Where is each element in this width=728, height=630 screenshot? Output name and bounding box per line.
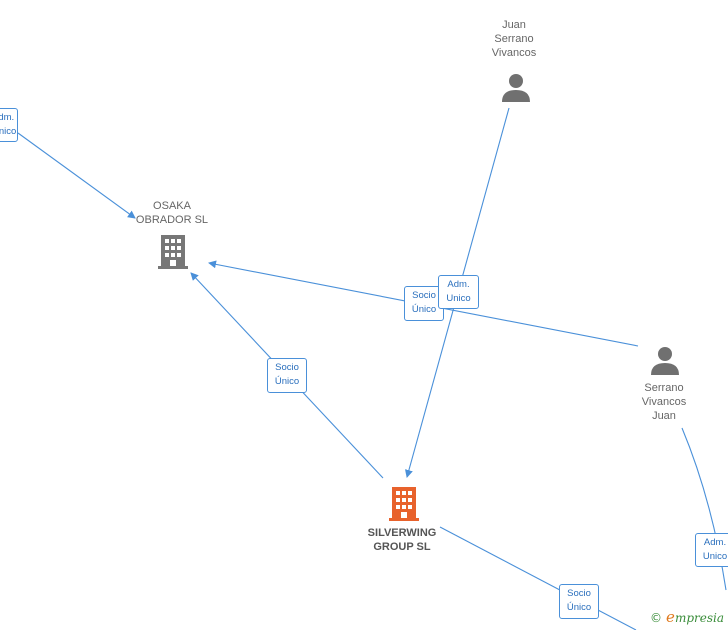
building-icon[interactable]	[157, 234, 189, 275]
node-serrano-label[interactable]: Serrano Vivancos Juan	[624, 381, 704, 423]
edge-label-right-adm[interactable]: Adm. Unico	[695, 533, 728, 567]
person-icon[interactable]	[650, 345, 680, 380]
edge-label-line1: Adm.	[703, 537, 727, 548]
node-juan-line1: Juan	[502, 19, 526, 31]
edge-serrano-to-bottomright	[681, 427, 727, 591]
edge-label-line1: Adm.	[447, 279, 470, 290]
node-juan-line3: Vivancos	[491, 47, 537, 59]
brand-initial: e	[666, 608, 675, 626]
edge-label-left-socio[interactable]: Socio Único	[267, 358, 307, 393]
edge-label-center-socio[interactable]: Socio Único	[404, 286, 444, 321]
building-icon[interactable]	[388, 486, 420, 527]
node-osaka-line2: OBRADOR SL	[135, 214, 209, 226]
edge-label-line2: Único	[274, 376, 300, 387]
edge-topleft-to-osaka	[17, 132, 136, 219]
edge-label-line2: Único	[566, 602, 592, 613]
edge-label-line1: Socio	[275, 362, 299, 373]
edge-label-line1: Socio	[567, 588, 591, 599]
copyright-icon: ©	[650, 611, 663, 625]
edge-silverwing-to-bottomright	[439, 526, 637, 630]
edge-label-line1: Adm.	[0, 112, 15, 123]
person-icon[interactable]	[501, 72, 531, 107]
node-serrano-line2: Vivancos	[641, 396, 687, 408]
node-silverwing-label[interactable]: SILVERWING GROUP SL	[352, 526, 452, 554]
edge-label-bottom-socio[interactable]: Socio Único	[559, 584, 599, 619]
edge-label-line2: Unico	[702, 551, 728, 562]
edge-label-line2: Unico	[0, 126, 17, 137]
node-silverwing-line2: GROUP SL	[373, 541, 431, 553]
edge-label-line2: Único	[411, 304, 437, 315]
edge-label-top-left[interactable]: Adm. Unico	[0, 108, 18, 142]
node-juan-line2: Serrano	[494, 33, 534, 45]
brand-watermark: ©empresia	[650, 608, 724, 626]
node-juan-label[interactable]: Juan Serrano Vivancos	[474, 18, 554, 60]
node-serrano-line1: Serrano	[644, 382, 684, 394]
node-osaka-line1: OSAKA	[153, 200, 191, 212]
node-osaka-label[interactable]: OSAKA OBRADOR SL	[122, 199, 222, 227]
brand-name: mpresia	[674, 611, 724, 625]
node-serrano-line3: Juan	[652, 410, 676, 422]
node-silverwing-line1: SILVERWING	[367, 527, 437, 539]
edge-label-line2: Unico	[446, 293, 471, 304]
edge-label-center-adm[interactable]: Adm. Unico	[438, 275, 479, 309]
edge-label-line1: Socio	[412, 290, 436, 301]
